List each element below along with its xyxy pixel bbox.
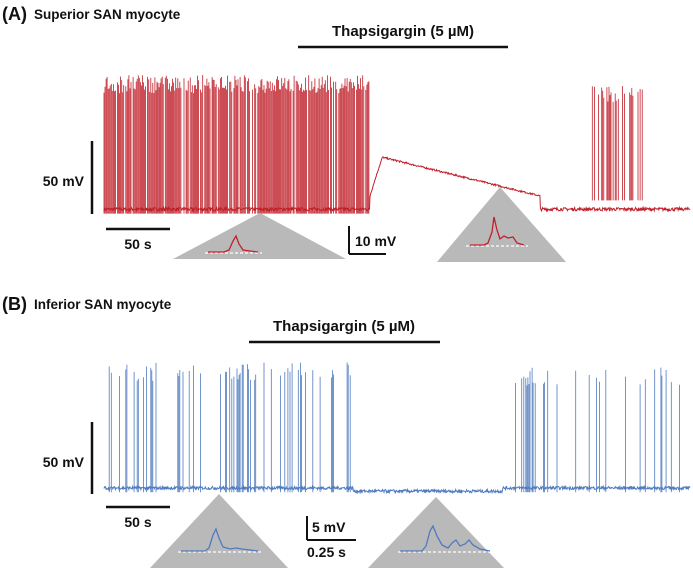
panel-b-inset-voltage-scale-label: 5 mV [312, 519, 346, 535]
panel-b-voltage-scale-label: 50 mV [43, 454, 85, 470]
panel-a-inset-1-calcium-trace [208, 234, 259, 253]
panel-b-inset-time-scale-label: 0.25 s [307, 544, 346, 560]
panel-a-inset-voltage-scale-label: 10 mV [355, 233, 397, 249]
panel-b-label: (B) [2, 294, 27, 314]
panel-a-label: (A) [2, 4, 27, 24]
panel-b-title: Inferior SAN myocyte [34, 297, 172, 312]
panel-a-inset-2-background [437, 187, 566, 262]
panel-a: (A) Superior SAN myocyte Thapsigargin (5… [2, 4, 691, 262]
baseline-trace [103, 484, 691, 495]
panel-b: (B) Inferior SAN myocyte Thapsigargin (5… [2, 294, 691, 568]
panel-a-inset-1-background [173, 213, 346, 259]
panel-b-inset-1-background [150, 494, 288, 568]
panel-a-drug-label: Thapsigargin (5 µM) [332, 23, 474, 40]
panel-b-drug-label: Thapsigargin (5 µM) [273, 318, 415, 335]
panel-b-trace [103, 362, 691, 495]
panel-b-time-scale-label: 50 s [124, 514, 151, 530]
panel-a-inset-2-calcium-trace [470, 216, 525, 246]
panel-a-voltage-scale-label: 50 mV [43, 173, 85, 189]
panel-a-trace [103, 75, 691, 214]
panel-a-title: Superior SAN myocyte [34, 7, 181, 22]
panel-b-inset-1-calcium-trace [181, 527, 259, 552]
panel-b-inset-2-calcium-trace [400, 524, 491, 552]
panel-a-time-scale-label: 50 s [124, 236, 151, 252]
